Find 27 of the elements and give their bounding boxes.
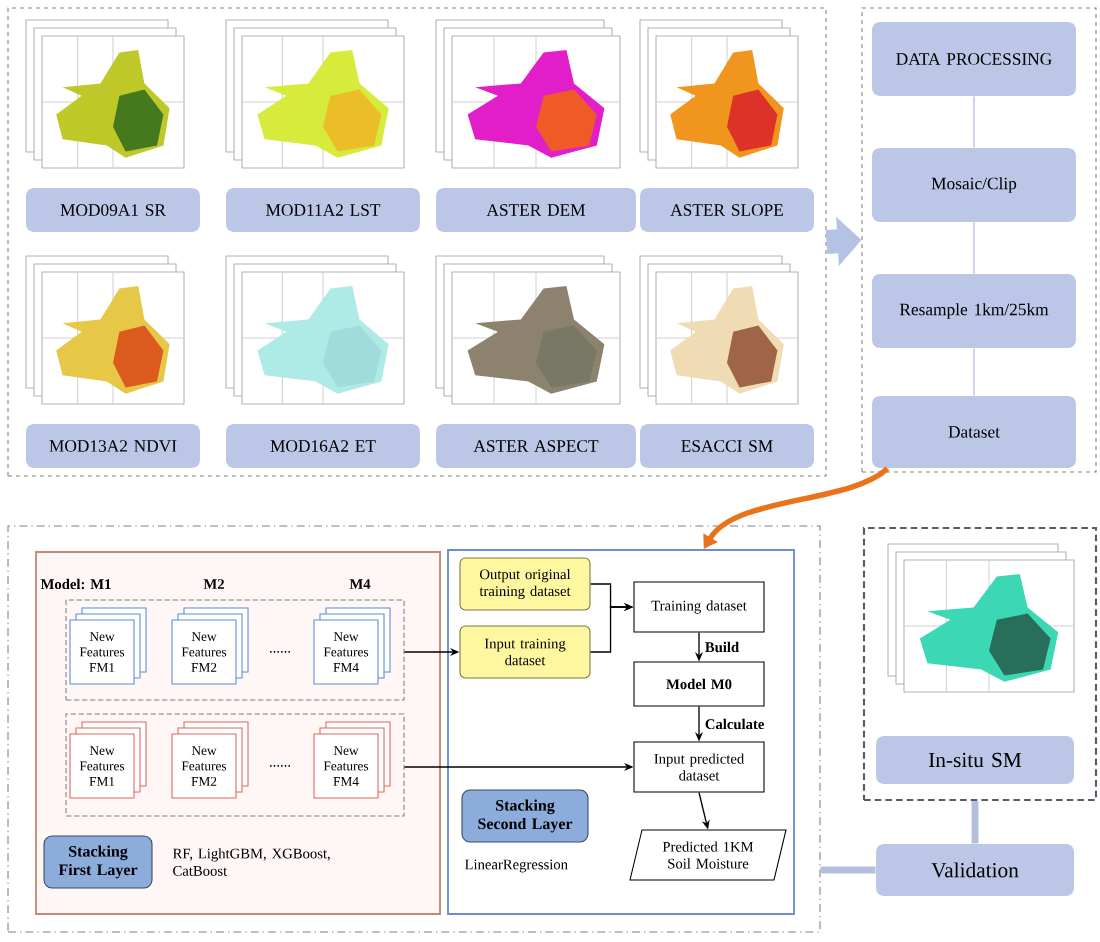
label-box: ASTER ASPECT [436,424,636,468]
process-box: Mosaic/Clip [872,148,1076,222]
label-box: MOD11A2 LST [226,188,420,232]
connector-line [973,221,975,275]
dashed-panel [7,525,821,933]
label-box: In-situ SM [876,736,1074,784]
label-box: ASTER SLOPE [640,188,814,232]
process-box: Resample 1km/25km [872,274,1076,348]
connector-line [971,801,979,844]
dashed-group [65,599,405,701]
dashed-panel [862,526,1098,802]
label-box: MOD16A2 ET [226,424,420,468]
stacking-box: Stacking Second Layer [461,789,589,843]
stacking-box: Stacking First Layer [43,835,153,889]
label-box: MOD09A1 SR [26,188,200,232]
label-box: MOD13A2 NDVI [26,424,200,468]
dashed-group [65,713,405,817]
connector-line [973,95,975,149]
label-box: ESACCI SM [640,424,814,468]
dashed-panel [7,7,827,477]
label-box: Validation [876,844,1074,896]
connector-line [820,866,876,874]
connector-line [973,347,975,397]
label-box: ASTER DEM [436,188,636,232]
dashed-panel [861,7,1097,473]
process-box: Dataset [872,396,1076,468]
process-box: DATA PROCESSING [872,22,1076,96]
